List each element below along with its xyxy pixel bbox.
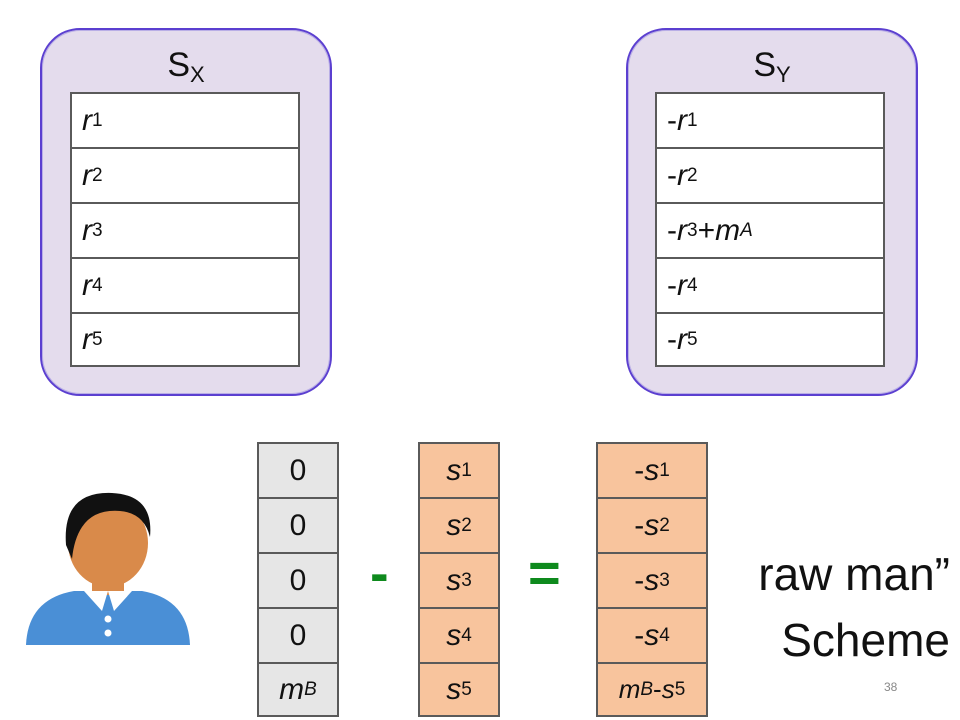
zero-cell: 0 (257, 442, 339, 499)
page-number: 38 (884, 680, 898, 694)
minus-operator: - (370, 541, 389, 604)
zero-cell: 0 (257, 497, 339, 554)
caption-line-2: Scheme (781, 614, 950, 666)
server-sx-title: SX (167, 46, 205, 87)
caption-line-1: raw man” (758, 548, 950, 600)
server-sy-title: SY (753, 46, 791, 87)
user-person-icon (26, 492, 190, 645)
zero-cell: 0 (257, 552, 339, 609)
equals-operator: = (528, 541, 561, 604)
scheme-caption: raw man” Scheme (640, 545, 950, 669)
zero-cell: 0 (257, 607, 339, 664)
